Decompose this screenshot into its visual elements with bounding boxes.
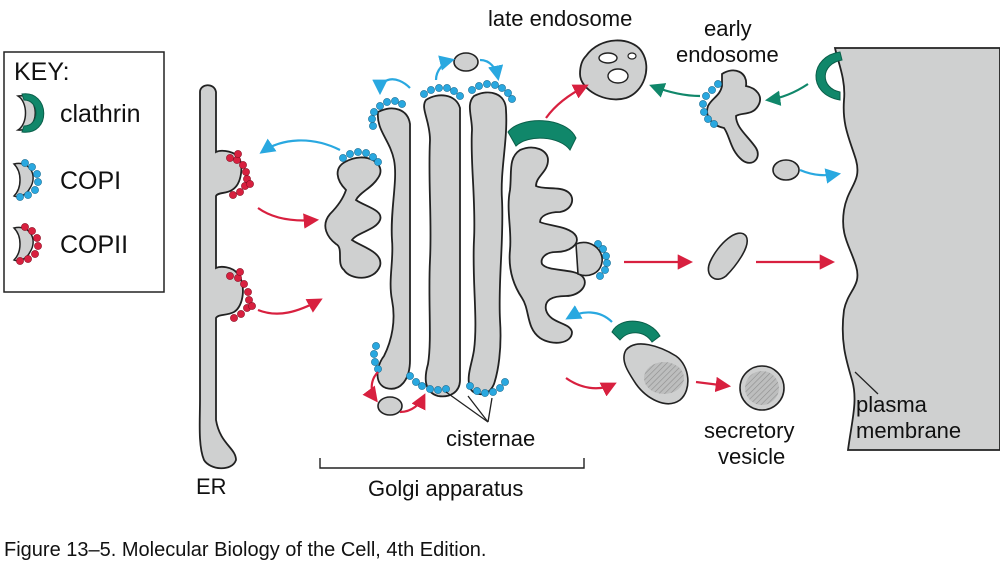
cisternae-leaders	[445, 391, 493, 423]
arrow-early-endosome-recycle	[799, 168, 842, 184]
late-endosome	[579, 39, 648, 101]
golgi-bracket	[319, 458, 585, 469]
figure-caption: Figure 13–5. Molecular Biology of the Ce…	[4, 539, 487, 561]
arrow-golgi-bottom-down	[362, 371, 379, 403]
arrow-tgn-to-granule	[565, 377, 617, 397]
golgi-vesicle-bottom	[377, 396, 403, 416]
arrow-golgi-top-up	[434, 55, 455, 81]
arrows-red	[257, 84, 836, 414]
plasma-membrane	[833, 47, 1000, 451]
arrow-early-to-late-endosome	[649, 83, 701, 98]
arrow-golgi-top-left	[372, 78, 411, 96]
cisternae-label: cisternae	[446, 426, 535, 451]
arrow-tgn-to-late-endosome	[545, 84, 589, 119]
key-copi-label: COPI	[60, 167, 121, 195]
golgi-apparatus	[324, 80, 611, 398]
arrow-granule-retrieval	[565, 305, 613, 323]
secretory-vesicle	[739, 365, 785, 411]
arrow-membrane-to-early-endosome	[764, 83, 809, 106]
arrow-er-to-golgi-lower	[257, 298, 323, 315]
key-legend: KEY: clathrin COPI COPII	[3, 51, 165, 293]
plasma-membrane-clathrin-pit	[815, 51, 843, 101]
golgi-copi-coats	[339, 80, 611, 397]
plasma-membrane-label-line1: plasma	[856, 392, 928, 417]
copii-icon	[12, 223, 42, 265]
arrows-blue	[259, 55, 842, 323]
clathrin-icon	[15, 93, 45, 133]
golgi-label: Golgi apparatus	[368, 476, 523, 501]
key-copii-label: COPII	[60, 231, 128, 259]
arrow-vesicle-to-cisterna	[399, 393, 426, 414]
plasma-membrane-label-line2: membrane	[856, 418, 961, 443]
golgi-cisterna-3	[423, 94, 461, 398]
arrows-green	[649, 83, 809, 106]
golgi-cis-cisterna	[324, 156, 382, 279]
key-clathrin-label: clathrin	[60, 100, 141, 128]
early-endosome-label-line2: endosome	[676, 42, 779, 67]
arrow-golgi-to-er	[259, 138, 341, 154]
golgi-trans-network	[507, 146, 586, 344]
constitutive-secretory-vesicle	[707, 232, 748, 280]
plasma-membrane-leader	[854, 371, 879, 395]
arrow-granule-to-vesicle	[695, 376, 732, 393]
secretory-vesicle-label-line1: secretory	[704, 418, 794, 443]
key-title: KEY:	[14, 58, 70, 86]
early-endosome	[699, 69, 761, 164]
early-endosome-vesicle	[772, 159, 800, 181]
golgi-cisterna-4	[467, 91, 508, 396]
tgn-right-bud	[575, 241, 603, 277]
early-endosome-label-line1: early	[704, 16, 752, 41]
copi-icon	[12, 159, 42, 201]
er-copii-coat-upper	[226, 150, 254, 199]
golgi-vesicle-top	[453, 52, 479, 72]
late-endosome-label: late endosome	[488, 6, 632, 31]
arrow-golgi-top-right	[479, 58, 504, 82]
tgn-clathrin-coat	[507, 120, 577, 151]
immature-secretory-granule	[611, 320, 689, 405]
golgi-cisterna-2	[376, 107, 411, 390]
er-label: ER	[196, 474, 227, 499]
arrow-er-to-golgi-upper	[257, 207, 320, 229]
er-copii-coat-lower	[226, 268, 256, 322]
secretory-vesicle-label-line2: vesicle	[718, 444, 785, 469]
